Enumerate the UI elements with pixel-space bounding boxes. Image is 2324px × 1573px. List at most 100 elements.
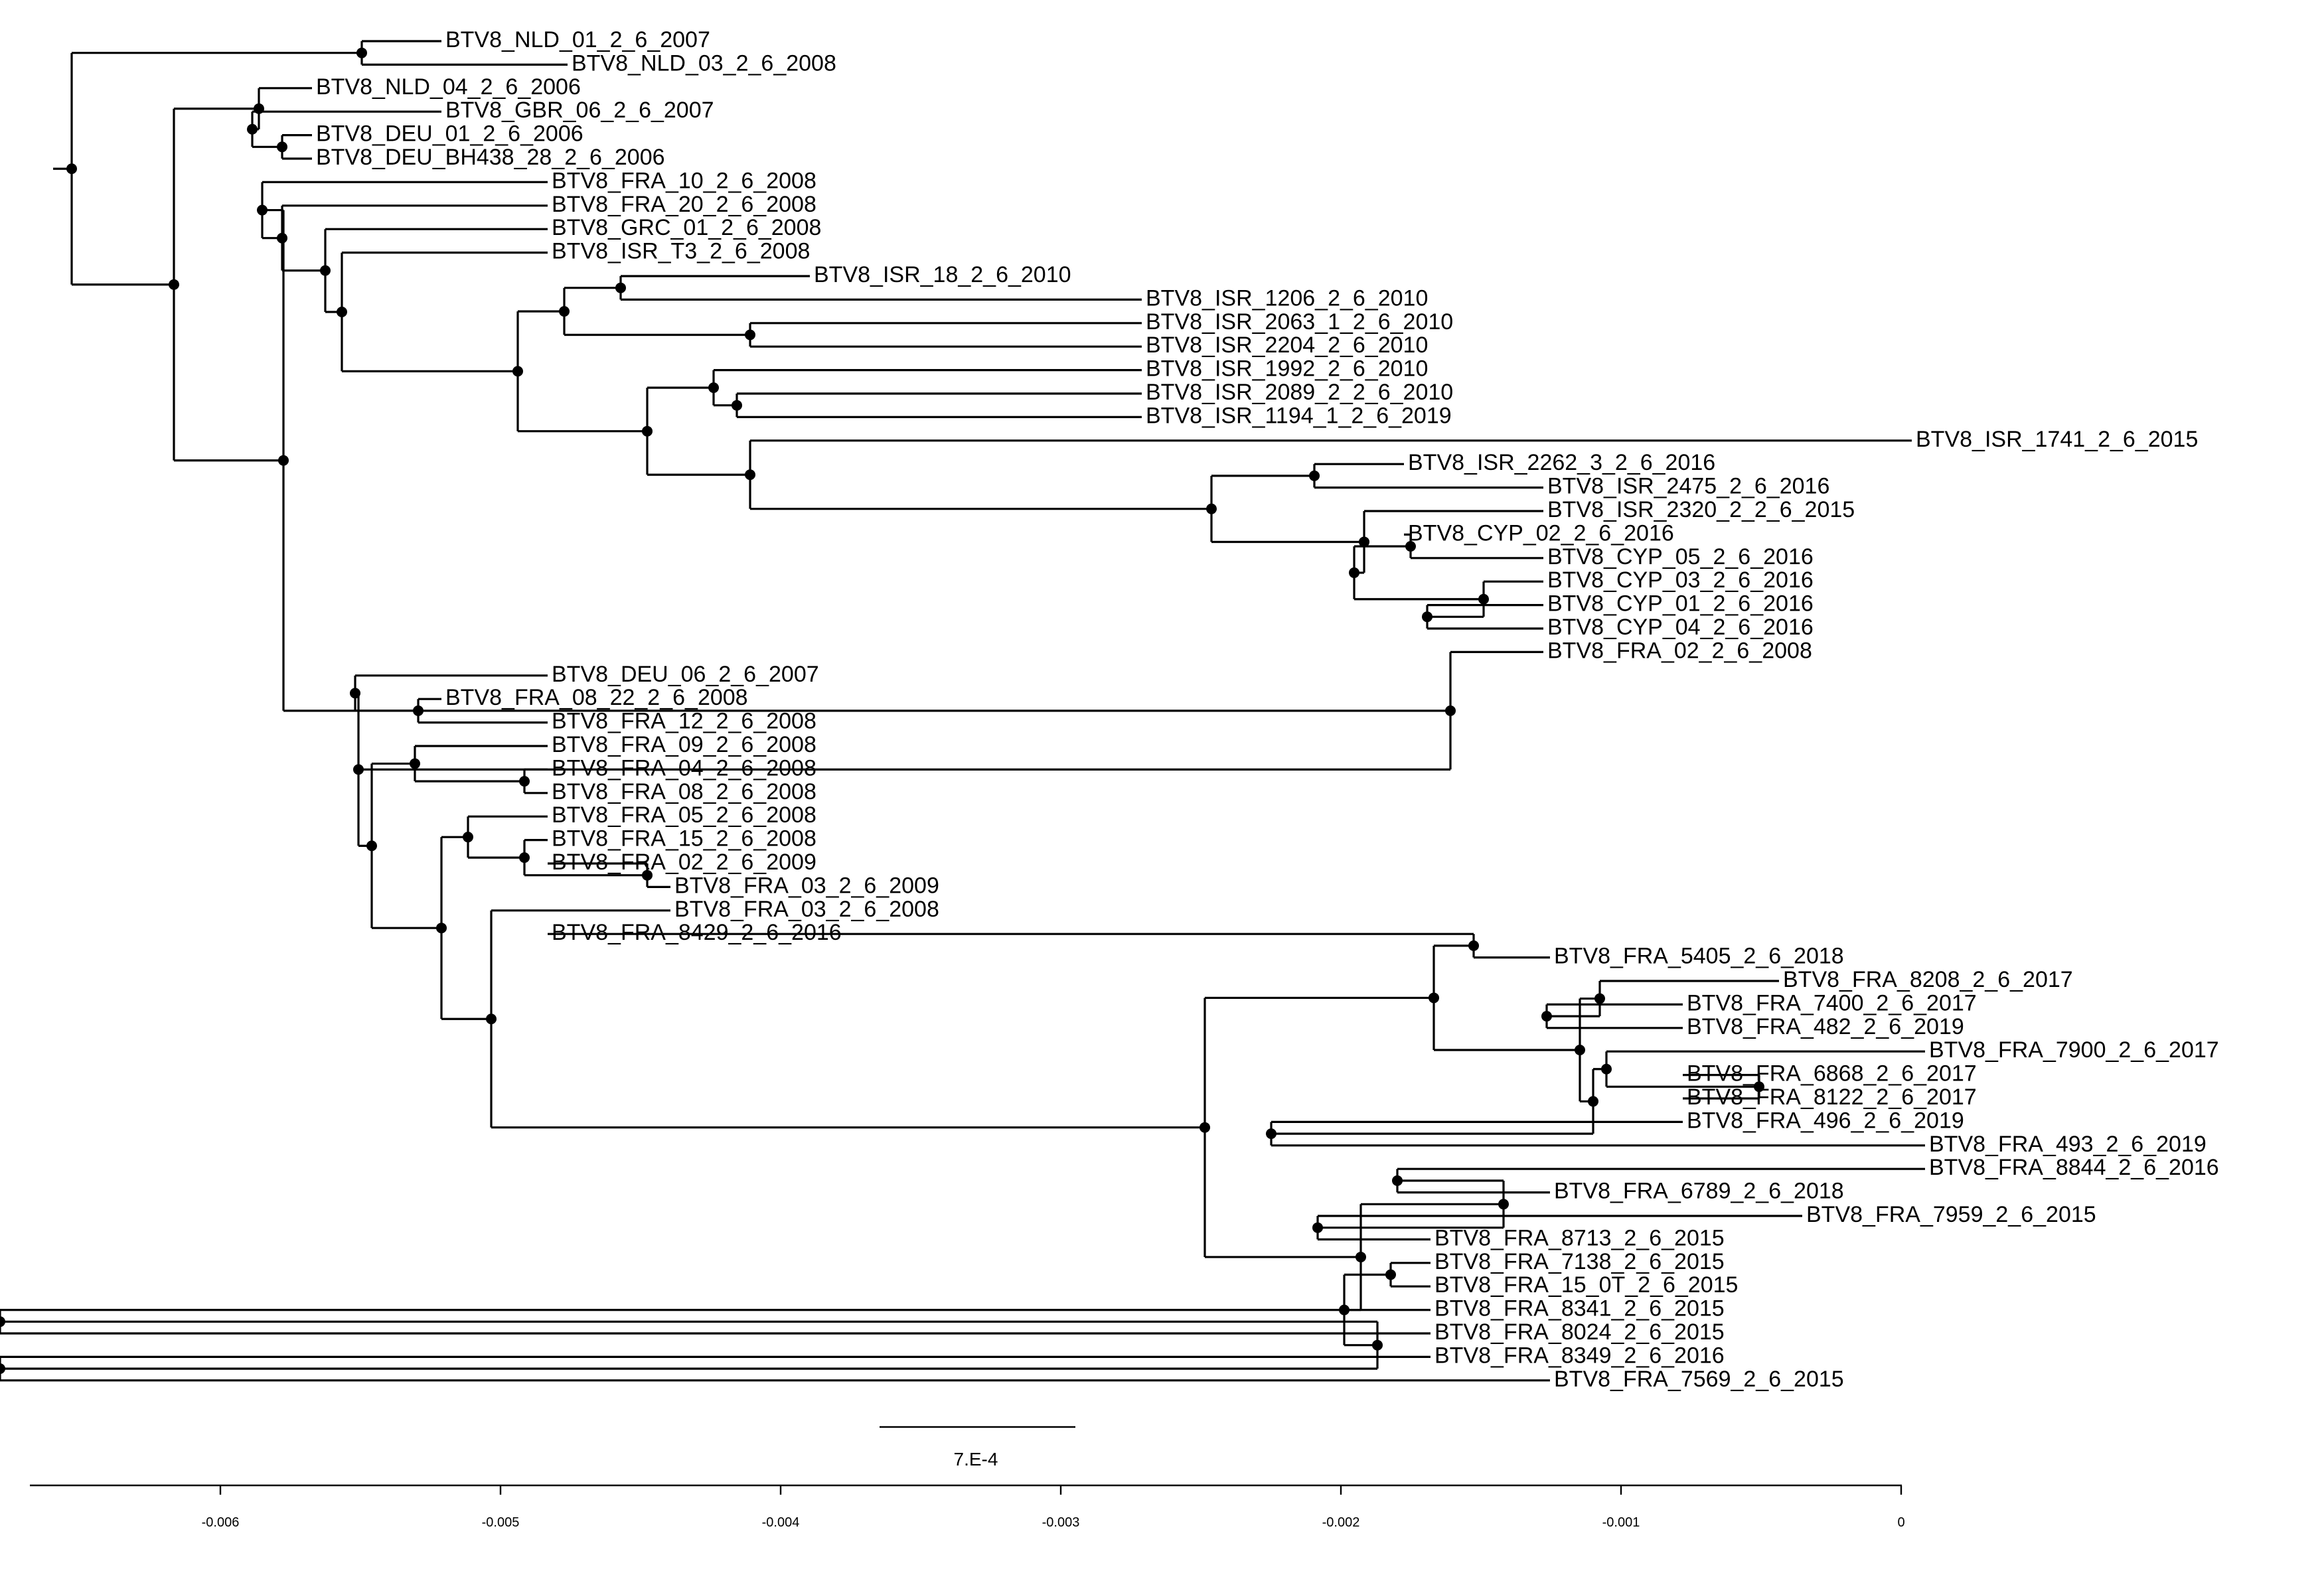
tip-label: BTV8_FRA_09_2_6_2008 xyxy=(552,732,816,757)
node-marker xyxy=(559,306,570,317)
tip-label: BTV8_CYP_05_2_6_2016 xyxy=(1547,544,1814,569)
node-marker xyxy=(745,329,755,340)
node-marker xyxy=(1266,1128,1277,1140)
node-marker xyxy=(642,425,653,437)
node-marker xyxy=(1588,1096,1598,1107)
node-marker xyxy=(337,306,347,317)
node-marker xyxy=(519,852,530,863)
axis-tick-label: 0 xyxy=(1897,1515,1904,1530)
tip-label: BTV8_FRA_02_2_6_2008 xyxy=(1547,638,1812,663)
tip-label: BTV8_ISR_2204_2_6_2010 xyxy=(1146,333,1428,358)
tip-label: BTV8_GBR_06_2_6_2007 xyxy=(445,98,714,123)
tip-label: BTV8_ISR_2262_3_2_6_2016 xyxy=(1408,450,1715,475)
node-marker xyxy=(257,204,268,216)
tip-label: BTV8_FRA_04_2_6_2008 xyxy=(552,755,816,781)
tip-label: BTV8_ISR_1206_2_6_2010 xyxy=(1146,285,1428,311)
axis-tick-label: -0.004 xyxy=(762,1515,800,1530)
node-marker xyxy=(1200,1122,1210,1133)
node-marker xyxy=(254,103,264,114)
node-marker xyxy=(732,400,742,411)
node-marker xyxy=(1312,1222,1323,1233)
tip-label: BTV8_ISR_2475_2_6_2016 xyxy=(1547,474,1829,499)
tip-label: BTV8_FRA_02_2_6_2009 xyxy=(552,850,816,875)
tip-label: BTV8_NLD_03_2_6_2008 xyxy=(572,50,836,76)
tip-label: BTV8_FRA_7569_2_6_2015 xyxy=(1554,1367,1844,1392)
node-marker xyxy=(1372,1339,1383,1351)
tip-label: BTV8_DEU_06_2_6_2007 xyxy=(552,662,819,687)
node-marker xyxy=(1405,541,1416,552)
tip-label: BTV8_FRA_5405_2_6_2018 xyxy=(1554,944,1844,969)
node-marker xyxy=(1339,1304,1350,1315)
node-marker xyxy=(0,1316,5,1327)
tip-label: BTV8_FRA_7400_2_6_2017 xyxy=(1687,990,1977,1015)
tip-label: BTV8_FRA_8341_2_6_2015 xyxy=(1434,1296,1725,1321)
node-marker xyxy=(413,705,424,716)
tip-label: BTV8_FRA_08_2_6_2008 xyxy=(552,779,816,804)
tip-label: BTV8_DEU_01_2_6_2006 xyxy=(316,121,583,147)
tip-label: BTV8_FRA_15_0T_2_6_2015 xyxy=(1434,1272,1738,1298)
node-marker xyxy=(1349,567,1359,578)
node-marker xyxy=(278,455,289,466)
axis-tick-label: -0.005 xyxy=(482,1515,520,1530)
node-marker xyxy=(0,1363,5,1375)
node-marker xyxy=(1754,1081,1764,1092)
tip-label: BTV8_NLD_04_2_6_2006 xyxy=(316,74,581,100)
tip-label: BTV8_FRA_7138_2_6_2015 xyxy=(1434,1249,1725,1274)
tip-label: BTV8_FRA_7959_2_6_2015 xyxy=(1806,1202,2096,1227)
node-marker xyxy=(642,869,653,881)
tip-label: BTV8_CYP_01_2_6_2016 xyxy=(1547,591,1814,617)
tip-label: BTV8_ISR_1741_2_6_2015 xyxy=(1916,427,2198,452)
tip-label: BTV8_FRA_493_2_6_2019 xyxy=(1929,1132,2207,1157)
axis-tick-label: -0.001 xyxy=(1602,1515,1640,1530)
tip-label: BTV8_DEU_BH438_28_2_6_2006 xyxy=(316,145,665,170)
tip-label: BTV8_FRA_03_2_6_2008 xyxy=(674,897,939,922)
node-marker xyxy=(486,1013,497,1025)
tip-label: BTV8_GRC_01_2_6_2008 xyxy=(552,215,821,240)
node-marker xyxy=(512,366,523,377)
node-marker xyxy=(366,840,377,852)
tip-label: BTV8_FRA_8349_2_6_2016 xyxy=(1434,1343,1725,1368)
node-marker xyxy=(1468,940,1479,951)
node-marker xyxy=(169,279,179,290)
tip-label: BTV8_FRA_8024_2_6_2015 xyxy=(1434,1319,1725,1345)
node-marker xyxy=(1392,1175,1403,1186)
node-marker xyxy=(277,141,287,153)
tip-label: BTV8_FRA_482_2_6_2019 xyxy=(1687,1014,1964,1039)
node-marker xyxy=(1206,503,1217,514)
tip-label: BTV8_FRA_20_2_6_2008 xyxy=(552,192,816,217)
tip-label: BTV8_ISR_18_2_6_2010 xyxy=(814,262,1071,287)
tip-label: BTV8_NLD_01_2_6_2007 xyxy=(445,27,710,52)
tip-label: BTV8_FRA_7900_2_6_2017 xyxy=(1929,1037,2219,1063)
tip-label: BTV8_FRA_8713_2_6_2015 xyxy=(1434,1225,1725,1250)
node-marker xyxy=(1594,993,1605,1004)
node-marker xyxy=(410,758,420,769)
node-marker xyxy=(277,232,287,244)
tip-label: BTV8_ISR_T3_2_6_2008 xyxy=(552,239,810,264)
tip-label: BTV8_ISR_1992_2_6_2010 xyxy=(1146,356,1428,382)
node-marker xyxy=(1422,611,1433,623)
node-marker xyxy=(615,282,626,293)
node-marker xyxy=(1309,470,1320,481)
node-marker xyxy=(320,265,331,276)
tip-label: BTV8_FRA_496_2_6_2019 xyxy=(1687,1108,1964,1133)
node-marker xyxy=(1385,1269,1396,1280)
node-marker xyxy=(1359,536,1369,548)
node-marker xyxy=(1356,1251,1366,1262)
tip-label: BTV8_FRA_05_2_6_2008 xyxy=(552,802,816,828)
tip-label: BTV8_ISR_2063_1_2_6_2010 xyxy=(1146,309,1453,335)
tip-label: BTV8_FRA_8429_2_6_2016 xyxy=(552,920,842,945)
node-marker xyxy=(247,123,258,135)
axis-tick-label: -0.002 xyxy=(1322,1515,1360,1530)
axis-tick-label: -0.003 xyxy=(1042,1515,1080,1530)
tip-label: BTV8_ISR_1194_1_2_6_2019 xyxy=(1146,403,1452,428)
tree-layer: BTV8_NLD_01_2_6_2007BTV8_NLD_03_2_6_2008… xyxy=(0,27,2219,1392)
node-marker xyxy=(1575,1044,1585,1055)
tip-label: BTV8_CYP_03_2_6_2016 xyxy=(1547,567,1814,593)
node-marker xyxy=(350,688,360,699)
node-marker xyxy=(1498,1199,1509,1210)
node-marker xyxy=(708,382,719,394)
tip-label: BTV8_FRA_8122_2_6_2017 xyxy=(1687,1085,1977,1110)
tip-label: BTV8_FRA_12_2_6_2008 xyxy=(552,709,816,734)
